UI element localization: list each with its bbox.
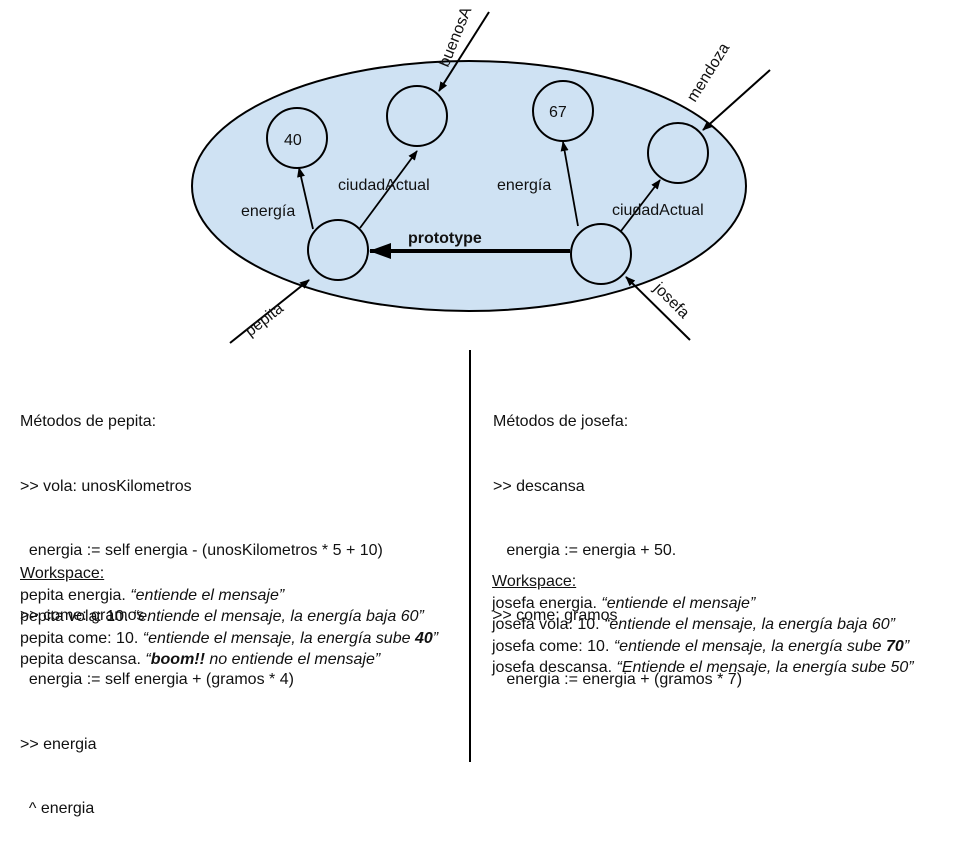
josefa-energia-value-circle — [532, 80, 594, 142]
workspace-row: pepita energia. “entiende el mensaje” — [20, 585, 465, 607]
pepita-methods-panel: Métodos de pepita: >> vola: unosKilometr… — [20, 368, 383, 841]
workspace-code: pepita descansa. — [20, 651, 146, 668]
workspace-comment: “boom!! no entiende el mensaje” — [145, 651, 381, 668]
workspace-bold-value: boom!! — [150, 651, 205, 668]
workspace-comment: “Entiende el mensaje, la energía sube 50… — [616, 659, 914, 676]
pepita-energia-value-circle — [266, 107, 328, 169]
object-diagram: pepita josefa buenosA mendoza prototype … — [191, 4, 771, 344]
workspace-code: josefa vola: 10. — [492, 616, 605, 633]
josefa-energia-value: 67 — [549, 104, 567, 121]
josefa-ciudad-slot-label: ciudadActual — [612, 202, 704, 219]
workspace-row: pepita come: 10. “entiende el mensaje, l… — [20, 628, 465, 650]
workspace-code: josefa descansa. — [492, 659, 617, 676]
workspace-code: pepita come: 10. — [20, 629, 143, 647]
pepita-energia-slot-label: energía — [241, 203, 295, 220]
pepita-energia-value: 40 — [284, 132, 302, 149]
pepita-reference-label: pepita — [242, 300, 287, 340]
josefa-energia-slot-label: energía — [497, 177, 551, 194]
pepita-methods-title: Métodos de pepita: — [20, 413, 157, 430]
pepita-reference-arrow — [229, 279, 310, 344]
workspace-row: josefa energia. “entiende el mensaje” — [492, 593, 937, 615]
josefa-reference-arrow — [625, 276, 691, 341]
code-line: >> vola: unosKilometros — [20, 477, 192, 495]
josefa-workspace: Workspace: josefa energia. “entiende el … — [492, 571, 937, 679]
code-line: energia := self energia + (gramos * 4) — [20, 671, 294, 688]
workspace-row: josefa descansa. “Entiende el mensaje, l… — [492, 657, 937, 679]
workspace-code: pepita vola: 10. — [20, 608, 133, 625]
code-line: >> descansa — [493, 477, 585, 495]
mendoza-reference-label: mendoza — [684, 40, 733, 105]
prototype-label: prototype — [408, 230, 482, 247]
mendoza-reference-arrow — [702, 69, 771, 131]
workspace-title: Workspace: — [492, 573, 577, 590]
workspace-comment: “entiende el mensaje” — [601, 594, 756, 612]
workspace-row: josefa come: 10. “entiende el mensaje, l… — [492, 636, 937, 658]
buenos-aires-reference-label: buenosA — [436, 4, 476, 69]
pepita-ciudad-slot-label: ciudadActual — [338, 177, 430, 194]
workspace-comment: “entiende el mensaje, la energía sube 40… — [142, 629, 439, 647]
workspace-title: Workspace: — [20, 565, 105, 582]
josefa-methods-title: Métodos de josefa: — [493, 413, 629, 430]
workspace-row: pepita descansa. “boom!! no entiende el … — [20, 649, 465, 671]
josefa-object-circle — [570, 223, 632, 285]
workspace-bold-value: 40 — [414, 629, 433, 647]
josefa-reference-label: josefa — [649, 279, 692, 322]
workspace-comment: “entiende el mensaje, la energía baja 60… — [604, 616, 895, 633]
code-line: >> energia — [20, 735, 97, 753]
pepita-ciudad-arrow — [359, 150, 418, 229]
workspace-row: josefa vola: 10. “entiende el mensaje, l… — [492, 614, 937, 636]
workspace-comment: “entiende el mensaje” — [130, 586, 285, 604]
workspace-row: pepita vola: 10. “entiende el mensaje, l… — [20, 606, 465, 628]
object-space-ellipse — [191, 60, 747, 312]
josefa-energia-arrow — [560, 141, 579, 227]
workspace-code: josefa come: 10. — [492, 637, 614, 655]
code-line: energia := energia + 50. — [493, 542, 677, 559]
josefa-methods-panel: Métodos de josefa: >> descansa energia :… — [493, 368, 742, 712]
mendoza-object-circle — [647, 122, 709, 184]
workspace-comment: “entiende el mensaje, la energía sube 70… — [613, 637, 910, 655]
code-line: >> come: gramos — [493, 606, 618, 624]
workspace-comment: “entiende el mensaje, la energía baja 60… — [132, 608, 424, 625]
workspace-bold-value: 70 — [886, 637, 904, 655]
pepita-object-circle — [307, 219, 369, 281]
code-line: >> come: gramos — [20, 606, 145, 624]
code-line: ^ energia — [20, 800, 95, 817]
josefa-ciudad-arrow — [620, 179, 661, 232]
buenos-aires-reference-arrow — [438, 11, 490, 92]
code-line: energia := energia + (gramos * 7) — [493, 671, 743, 688]
vertical-divider — [469, 350, 471, 762]
workspace-code: pepita energia. — [20, 586, 131, 604]
code-line: energia := self energia - (unosKilometro… — [20, 542, 383, 559]
pepita-workspace: Workspace: pepita energia. “entiende el … — [20, 563, 465, 671]
pepita-energia-arrow — [297, 167, 314, 230]
buenos-aires-object-circle — [386, 85, 448, 147]
workspace-code: josefa energia. — [492, 594, 602, 612]
